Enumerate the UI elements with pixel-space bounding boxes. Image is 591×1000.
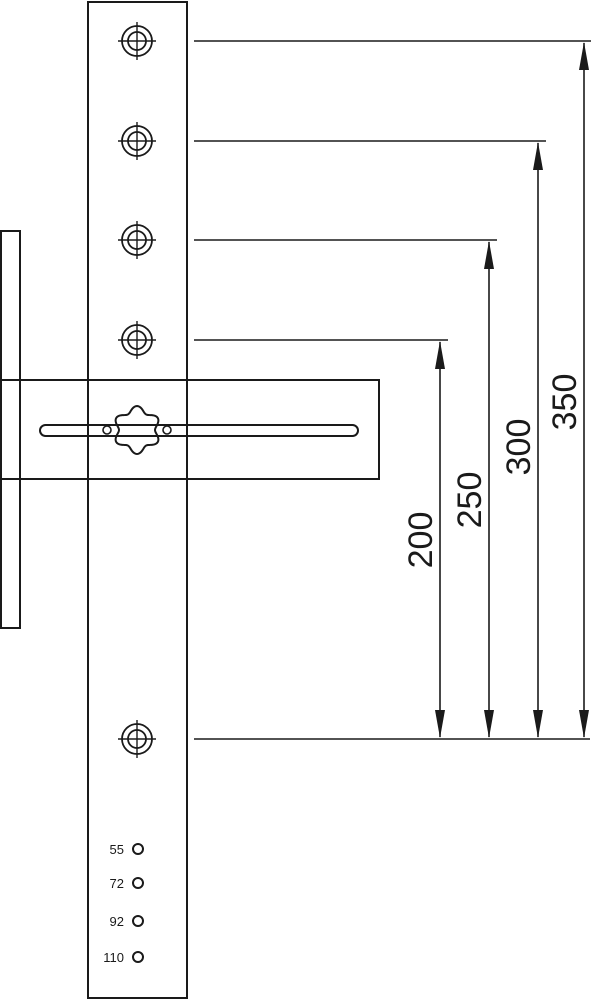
- small-hole-label: 72: [110, 876, 124, 891]
- small-hole-72: 72: [110, 876, 144, 891]
- crosshair-circle-icon: [118, 22, 156, 60]
- dimension-250: 250: [194, 239, 497, 738]
- dimension-300: 300: [194, 140, 546, 738]
- main-bar: [87, 1, 188, 999]
- small-circle-icon: [132, 877, 144, 889]
- slide-bracket: [0, 379, 380, 480]
- dimension-label: 250: [451, 472, 489, 529]
- small-hole-110: 110: [103, 950, 144, 965]
- dimension-label: 200: [402, 512, 440, 569]
- dimension-label: 300: [500, 419, 538, 476]
- mounting-holes: [118, 22, 156, 758]
- small-holes: 55 72 92 110: [103, 842, 144, 965]
- star-knob-icon: [114, 404, 160, 456]
- arrow-down-icon: [484, 710, 494, 738]
- small-hole-label: 92: [110, 914, 124, 929]
- small-hole-label: 55: [110, 842, 124, 857]
- small-hole-55: 55: [110, 842, 144, 857]
- arrow-down-icon: [533, 710, 543, 738]
- arrow-up-icon: [484, 241, 494, 269]
- dimension-350: 350: [194, 40, 591, 738]
- dimension-200: 200: [194, 339, 448, 738]
- small-hole-92: 92: [110, 914, 144, 929]
- crosshair-circle-icon: [118, 221, 156, 259]
- small-circle-icon: [132, 951, 144, 963]
- crosshair-circle-icon: [118, 321, 156, 359]
- crosshair-circle-icon: [118, 122, 156, 160]
- crosshair-circle-icon: [118, 720, 156, 758]
- slot-pin-right: [162, 425, 172, 435]
- arrow-down-icon: [435, 710, 445, 738]
- slot: [39, 424, 359, 437]
- small-circle-icon: [132, 843, 144, 855]
- dimension-label: 350: [546, 374, 584, 431]
- slot-pin-left: [102, 425, 112, 435]
- arrow-up-icon: [533, 142, 543, 170]
- left-plate: [0, 230, 21, 629]
- small-circle-icon: [132, 915, 144, 927]
- arrow-up-icon: [579, 42, 589, 70]
- arrow-up-icon: [435, 341, 445, 369]
- arrow-down-icon: [579, 710, 589, 738]
- small-hole-label: 110: [103, 950, 124, 965]
